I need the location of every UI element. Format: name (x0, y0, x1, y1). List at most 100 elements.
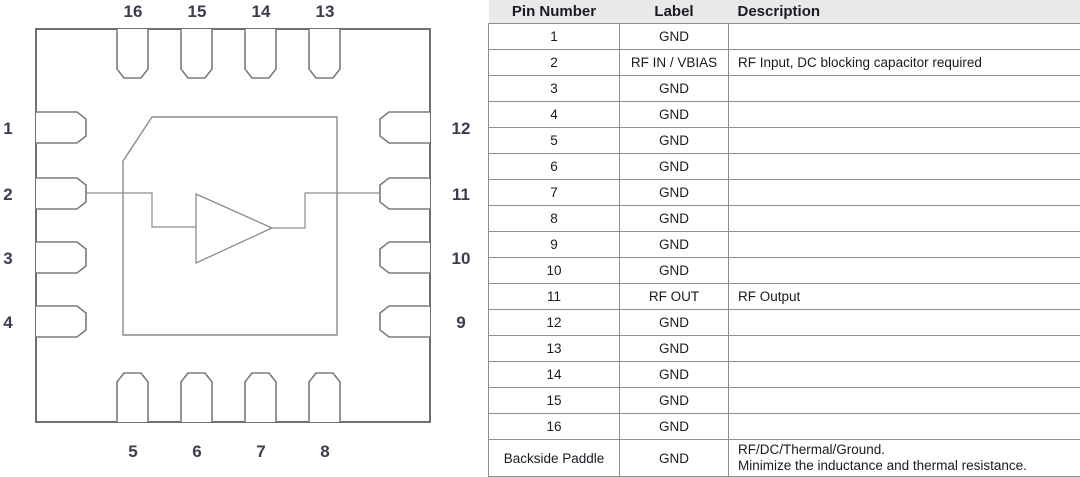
table-header-row: Pin Number Label Description (489, 0, 1080, 24)
cell-description (729, 154, 1080, 180)
cell-description (729, 414, 1080, 440)
pin-pad-2 (36, 178, 86, 209)
cell-label: RF IN / VBIAS (620, 50, 729, 76)
cell-label: GND (620, 336, 729, 362)
description-line-2: Minimize the inductance and thermal resi… (738, 458, 1080, 474)
pin-number-7: 7 (256, 442, 265, 461)
cell-label: GND (620, 388, 729, 414)
pin-number-5: 5 (128, 442, 137, 461)
bottom-pin-pads (117, 373, 340, 422)
cell-label: GND (620, 258, 729, 284)
cell-label: GND (620, 362, 729, 388)
rf-in-trace (86, 193, 196, 227)
pin-pad-6 (181, 373, 212, 422)
cell-description (729, 180, 1080, 206)
pin-number-10: 10 (452, 249, 471, 268)
cell-description (729, 24, 1080, 50)
cell-pin-number: 16 (489, 414, 620, 440)
pin-number-16: 16 (124, 2, 143, 21)
cell-label: GND (620, 414, 729, 440)
pin-pad-3 (36, 242, 86, 273)
pin-pad-10 (380, 242, 430, 273)
cell-pin-number: 7 (489, 180, 620, 206)
right-pin-pads (380, 112, 430, 337)
pin-pad-4 (36, 306, 86, 337)
pin-number-9: 9 (456, 313, 465, 332)
cell-description (729, 76, 1080, 102)
cell-pin-number: 14 (489, 362, 620, 388)
cell-pin-number: 10 (489, 258, 620, 284)
table-header: Pin Number Label Description (489, 0, 1080, 24)
cell-description: RF Input, DC blocking capacitor required (729, 50, 1080, 76)
cell-pin-number: 8 (489, 206, 620, 232)
cell-description (729, 232, 1080, 258)
pin-pad-5 (117, 373, 148, 422)
cell-pin-number: 12 (489, 310, 620, 336)
column-header-pin-number: Pin Number (489, 0, 620, 24)
pin-pad-12 (380, 112, 430, 143)
cell-label: GND (620, 24, 729, 50)
cell-pin-number: 15 (489, 388, 620, 414)
cell-description: RF Output (729, 284, 1080, 310)
cell-pin-number: 11 (489, 284, 620, 310)
pin-pad-7 (245, 373, 276, 422)
pin-pad-13 (309, 29, 340, 78)
cell-pin-number: 3 (489, 76, 620, 102)
pin-number-11: 11 (452, 185, 470, 204)
cell-description (729, 258, 1080, 284)
cell-description (729, 336, 1080, 362)
pin-number-3: 3 (3, 249, 12, 268)
pinout-diagram: 16 15 14 13 1 2 3 4 12 11 10 9 5 6 7 8 (0, 0, 487, 461)
pin-pad-1 (36, 112, 86, 143)
cell-label: GND (620, 128, 729, 154)
cell-label: GND (620, 154, 729, 180)
cell-label: GND (620, 76, 729, 102)
cell-label: RF OUT (620, 284, 729, 310)
pin-pad-9 (380, 306, 430, 337)
pin-number-8: 8 (320, 442, 329, 461)
cell-label: GND (620, 206, 729, 232)
cell-description (729, 102, 1080, 128)
pin-number-1: 1 (3, 119, 12, 138)
cell-pin-number: 5 (489, 128, 620, 154)
pin-number-4: 4 (3, 313, 13, 332)
cell-description: RF/DC/Thermal/Ground.Minimize the induct… (729, 440, 1080, 477)
cell-description (729, 206, 1080, 232)
cell-description (729, 388, 1080, 414)
cell-pin-number: 2 (489, 50, 620, 76)
left-pin-pads (36, 112, 86, 337)
cell-description (729, 362, 1080, 388)
pin-pad-14 (245, 29, 276, 78)
pin-number-6: 6 (192, 442, 201, 461)
cell-description (729, 128, 1080, 154)
pin-number-14: 14 (252, 2, 271, 21)
description-line-1: RF/DC/Thermal/Ground. (738, 442, 1080, 458)
cell-label: GND (620, 102, 729, 128)
pin-number-2: 2 (3, 185, 12, 204)
cell-pin-number: 6 (489, 154, 620, 180)
pin-number-15: 15 (188, 2, 207, 21)
cell-pin-number: Backside Paddle (489, 440, 620, 477)
cell-pin-number: 9 (489, 232, 620, 258)
package-outline (36, 29, 430, 422)
pin-pad-16 (117, 29, 148, 78)
package-diagram-svg: 16 15 14 13 1 2 3 4 12 11 10 9 5 6 7 8 (0, 0, 487, 461)
